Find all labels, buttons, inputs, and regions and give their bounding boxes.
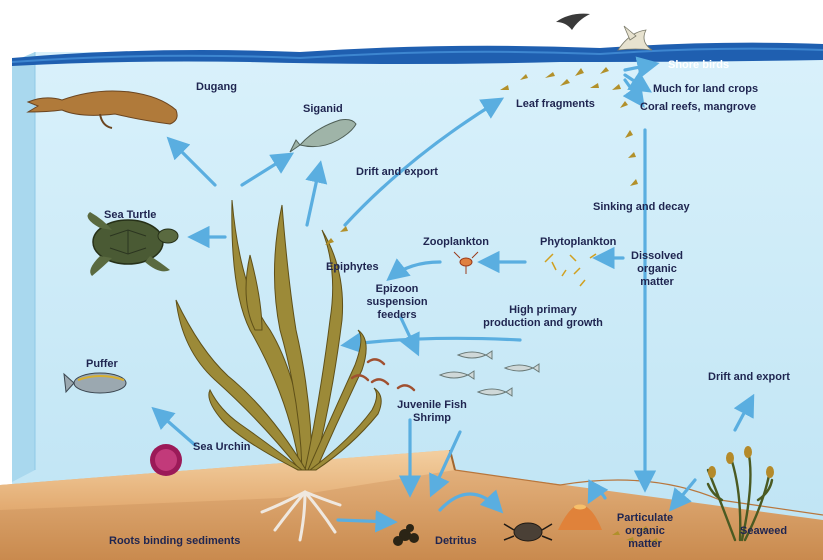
label-juvenile-fish-shrimp: Juvenile Fish Shrimp <box>387 399 477 425</box>
label-shore-birds: Shore birds <box>668 59 729 72</box>
label-line: matter <box>605 538 685 551</box>
label-line: Juvenile Fish <box>387 399 477 412</box>
label-seaweed: Seaweed <box>740 525 787 538</box>
label-line: suspension <box>360 296 434 309</box>
shore-bird <box>618 26 652 50</box>
label-coral-reefs-mangrove: Coral reefs, mangrove <box>640 101 756 114</box>
label-line: feeders <box>360 309 434 322</box>
flying-bird <box>556 14 590 30</box>
label-line: matter <box>621 276 693 289</box>
label-particulate-organic-matter: Particulate organic matter <box>605 512 685 551</box>
label-line: Epizoon <box>360 283 434 296</box>
label-phytoplankton: Phytoplankton <box>540 236 616 249</box>
label-drift-and-export-right: Drift and export <box>708 371 790 384</box>
label-line: organic <box>621 263 693 276</box>
label-line: production and growth <box>468 317 618 330</box>
label-zooplankton: Zooplankton <box>423 236 489 249</box>
label-leaf-fragments: Leaf fragments <box>516 98 595 111</box>
label-puffer: Puffer <box>86 358 118 371</box>
label-dugang: Dugang <box>196 81 237 94</box>
label-line: Shrimp <box>387 412 477 425</box>
label-high-primary-production: High primary production and growth <box>468 304 618 330</box>
label-siganid: Siganid <box>303 103 343 116</box>
label-line: organic <box>605 525 685 538</box>
label-line: Dissolved <box>621 250 693 263</box>
label-epizoon-suspension-feeders: Epizoon suspension feeders <box>360 283 434 322</box>
label-dissolved-organic-matter: Dissolved organic matter <box>621 250 693 289</box>
label-much-for-land-crops: Much for land crops <box>653 83 758 96</box>
label-detritus: Detritus <box>435 535 477 548</box>
label-line: Particulate <box>605 512 685 525</box>
label-roots-binding-sediments: Roots binding sediments <box>109 535 240 548</box>
label-sinking-and-decay: Sinking and decay <box>593 201 690 214</box>
label-sea-urchin: Sea Urchin <box>193 441 250 454</box>
label-drift-and-export-top: Drift and export <box>356 166 438 179</box>
sea-urchin <box>150 444 182 476</box>
label-epiphytes: Epiphytes <box>326 261 379 274</box>
label-sea-turtle: Sea Turtle <box>104 209 156 222</box>
label-line: High primary <box>468 304 618 317</box>
